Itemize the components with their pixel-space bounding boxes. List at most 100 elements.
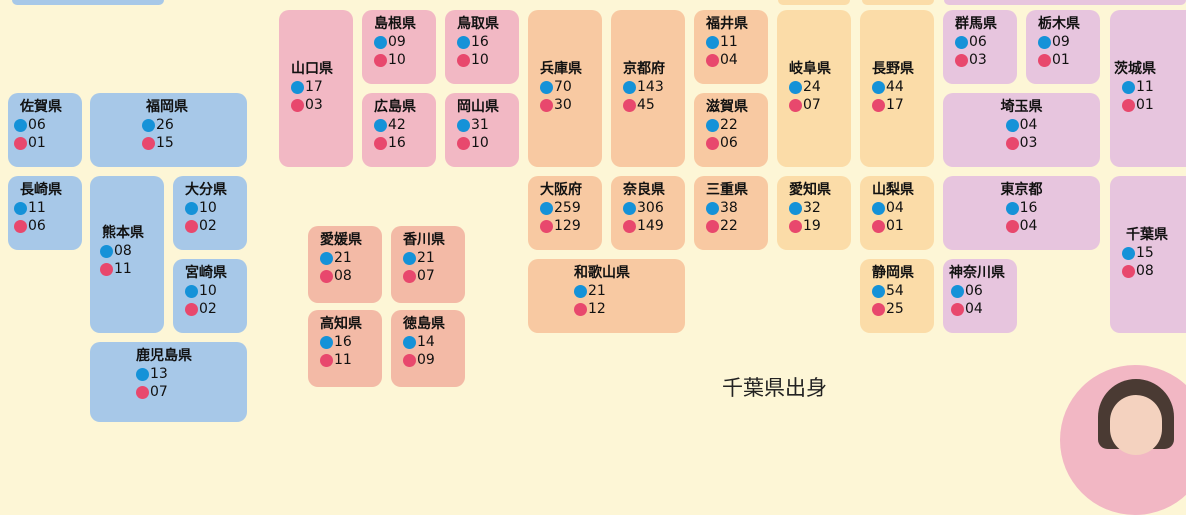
blue-count: 09 bbox=[388, 34, 406, 50]
tile-wakayama[interactable]: 和歌山県 21 12 bbox=[528, 259, 685, 333]
tile-aichi[interactable]: 愛知県 32 19 bbox=[777, 176, 851, 250]
prefecture-name: 三重県 bbox=[706, 182, 748, 198]
blue-dot-icon bbox=[574, 284, 587, 298]
pink-dot-icon bbox=[872, 302, 885, 316]
prefecture-name: 宮崎県 bbox=[185, 265, 227, 281]
pink-count: 12 bbox=[588, 301, 606, 317]
blue-count: 143 bbox=[637, 79, 664, 95]
pink-dot-icon bbox=[100, 262, 113, 276]
blue-count: 15 bbox=[1136, 245, 1154, 261]
pink-dot-icon bbox=[789, 98, 802, 112]
tile-kyoto[interactable]: 京都府 143 45 bbox=[611, 10, 685, 167]
pink-dot-icon bbox=[14, 219, 27, 233]
tile-nagano[interactable]: 長野県 44 17 bbox=[860, 10, 934, 167]
pink-count: 01 bbox=[886, 218, 904, 234]
pink-dot-icon bbox=[706, 219, 719, 233]
pink-dot-icon bbox=[706, 53, 719, 67]
pink-count: 08 bbox=[334, 268, 352, 284]
blue-count: 06 bbox=[965, 283, 983, 299]
tile-hiroshima[interactable]: 広島県 42 16 bbox=[362, 93, 436, 167]
pink-count: 149 bbox=[637, 218, 664, 234]
tile-tottori[interactable]: 鳥取県 16 10 bbox=[445, 10, 519, 84]
blue-dot-icon bbox=[1122, 80, 1135, 94]
blue-count: 54 bbox=[886, 283, 904, 299]
blue-dot-icon bbox=[1005, 201, 1019, 215]
blue-count: 10 bbox=[199, 200, 217, 216]
pink-dot-icon bbox=[136, 385, 149, 399]
blue-count: 16 bbox=[334, 334, 352, 350]
tile-kagawa[interactable]: 香川県 21 07 bbox=[391, 226, 465, 303]
blue-dot-icon bbox=[320, 335, 333, 349]
blue-count: 16 bbox=[1019, 200, 1038, 216]
pink-dot-icon bbox=[457, 136, 470, 150]
prefecture-name: 神奈川県 bbox=[949, 265, 1005, 281]
blue-count: 42 bbox=[388, 117, 406, 133]
blue-count: 11 bbox=[1136, 79, 1154, 95]
tile-nagasaki[interactable]: 長崎県 11 06 bbox=[8, 176, 82, 250]
tile-kochi[interactable]: 高知県 16 11 bbox=[308, 310, 382, 387]
blue-dot-icon bbox=[1038, 35, 1051, 49]
pink-count: 08 bbox=[1136, 263, 1154, 279]
prefecture-name: 大阪府 bbox=[540, 182, 582, 198]
blue-dot-icon bbox=[706, 118, 719, 132]
avatar-face bbox=[1110, 395, 1162, 455]
pink-count: 25 bbox=[886, 301, 904, 317]
tile-saitama[interactable]: 埼玉県 04 03 bbox=[943, 93, 1100, 167]
blue-dot-icon bbox=[540, 201, 553, 215]
blue-count: 17 bbox=[305, 79, 323, 95]
pink-count: 02 bbox=[199, 301, 217, 317]
tile-okayama[interactable]: 岡山県 31 10 bbox=[445, 93, 519, 167]
tile-nara[interactable]: 奈良県 306 149 bbox=[611, 176, 685, 250]
tile-shiga[interactable]: 滋賀県 22 06 bbox=[694, 93, 768, 167]
tile-osaka[interactable]: 大阪府 259 129 bbox=[528, 176, 602, 250]
pink-dot-icon bbox=[291, 98, 304, 112]
tile-gifu[interactable]: 岐阜県 24 07 bbox=[777, 10, 851, 167]
prefecture-name: 福岡県 bbox=[146, 99, 188, 115]
tile-oita[interactable]: 大分県 10 02 bbox=[173, 176, 247, 250]
blue-dot-icon bbox=[403, 251, 416, 265]
blue-dot-icon bbox=[872, 284, 885, 298]
tile-shimane[interactable]: 島根県 09 10 bbox=[362, 10, 436, 84]
tile-mie[interactable]: 三重県 38 22 bbox=[694, 176, 768, 250]
tile-fukuoka[interactable]: 福岡県 26 15 bbox=[90, 93, 247, 167]
pink-dot-icon bbox=[540, 219, 553, 233]
tile-yamaguchi[interactable]: 山口県 17 03 bbox=[279, 10, 353, 167]
tile-tokyo[interactable]: 東京都 16 04 bbox=[943, 176, 1100, 250]
prefecture-name: 兵庫県 bbox=[540, 61, 582, 77]
pink-dot-icon bbox=[374, 136, 387, 150]
blue-dot-icon bbox=[872, 80, 885, 94]
pink-dot-icon bbox=[403, 269, 416, 283]
tile-chiba[interactable]: 千葉県 15 08 bbox=[1110, 176, 1186, 333]
caption-text: 千葉県出身 bbox=[722, 376, 827, 400]
tile-ehime[interactable]: 愛媛県 21 08 bbox=[308, 226, 382, 303]
prefecture-name: 長野県 bbox=[872, 61, 914, 77]
tile-kumamoto[interactable]: 熊本県 08 11 bbox=[90, 176, 164, 333]
tile-hyogo[interactable]: 兵庫県 70 30 bbox=[528, 10, 602, 167]
blue-dot-icon bbox=[955, 35, 968, 49]
blue-dot-icon bbox=[457, 118, 470, 132]
pink-count: 30 bbox=[554, 97, 572, 113]
tile-tochigi[interactable]: 栃木県 09 01 bbox=[1026, 10, 1100, 84]
blue-dot-icon bbox=[623, 201, 636, 215]
pink-count: 45 bbox=[637, 97, 655, 113]
tile-yamanashi[interactable]: 山梨県 04 01 bbox=[860, 176, 934, 250]
pink-count: 07 bbox=[803, 97, 821, 113]
blue-count: 31 bbox=[471, 117, 489, 133]
tile-gunma[interactable]: 群馬県 06 03 bbox=[943, 10, 1017, 84]
pink-count: 19 bbox=[803, 218, 821, 234]
blue-dot-icon bbox=[374, 35, 387, 49]
tile-saga[interactable]: 佐賀県 06 01 bbox=[8, 93, 82, 167]
tile-shizuoka[interactable]: 静岡県 54 25 bbox=[860, 259, 934, 333]
blue-count: 04 bbox=[886, 200, 904, 216]
tile-fukui[interactable]: 福井県 11 04 bbox=[694, 10, 768, 84]
blue-dot-icon bbox=[320, 251, 333, 265]
prefecture-name: 徳島県 bbox=[403, 316, 445, 332]
tile-ibaraki[interactable]: 茨城県 11 01 bbox=[1110, 10, 1186, 167]
tile-miyazaki[interactable]: 宮崎県 10 02 bbox=[173, 259, 247, 333]
tile-kanagawa[interactable]: 神奈川県 06 04 bbox=[943, 259, 1017, 333]
prefecture-name: 岡山県 bbox=[457, 99, 499, 115]
blue-count: 08 bbox=[114, 243, 132, 259]
tile-tokushima[interactable]: 徳島県 14 09 bbox=[391, 310, 465, 387]
tile-kagoshima[interactable]: 鹿児島県 13 07 bbox=[90, 342, 247, 422]
blue-dot-icon bbox=[1122, 246, 1135, 260]
